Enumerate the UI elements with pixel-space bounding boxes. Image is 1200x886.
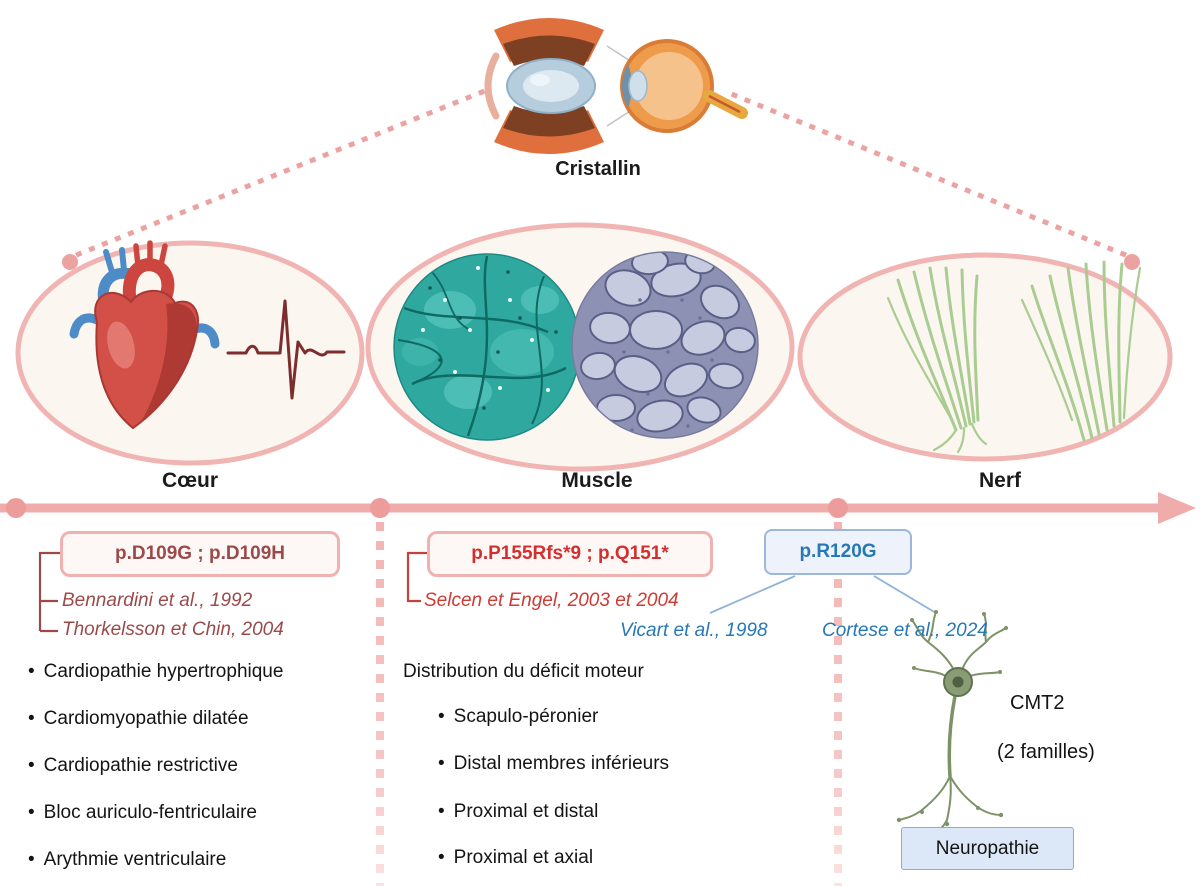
timeline-dot-muscle <box>370 498 390 518</box>
heart-symptom: Cardiopathie restrictive <box>28 755 238 777</box>
muscle-histology-teal <box>393 253 581 441</box>
column-separators <box>376 522 842 886</box>
nerve-fibers-illustration <box>886 260 1142 454</box>
eyeball-cross-section <box>620 39 748 133</box>
nerve-reference-lines <box>709 575 937 614</box>
muscle-reference-bracket <box>406 551 427 603</box>
muscle-symptom: Scapulo-péronier <box>438 706 599 728</box>
lens-label: Cristallin <box>555 158 641 180</box>
muscle-histology-purple <box>571 251 759 439</box>
heart-mutation-box: p.D109G ; p.D109H <box>60 531 340 577</box>
neuropathy-box: Neuropathie <box>901 827 1074 870</box>
eye-illustration <box>484 18 748 154</box>
ecg-trace <box>226 299 346 400</box>
neuropathy-label: Neuropathie <box>935 837 1040 859</box>
heart-illustration <box>69 240 220 430</box>
nerve-ellipse <box>797 252 1173 462</box>
organ-label-heart: Cœur <box>162 469 218 492</box>
muscle-reference: Selcen et Engel, 2003 et 2004 <box>424 590 679 611</box>
heart-symptom: Cardiopathie hypertrophique <box>28 661 284 683</box>
connector-endpoint-left <box>62 254 78 270</box>
heart-mutation-label: p.D109G ; p.D109H <box>115 543 285 564</box>
timeline-dot-nerve <box>828 498 848 518</box>
organ-label-nerve: Nerf <box>978 469 1021 492</box>
muscle-mutation-box: p.P155Rfs*9 ; p.Q151* <box>427 531 713 577</box>
lens-connector-lines <box>70 88 1132 260</box>
neuron-nucleus <box>952 676 964 688</box>
arrowhead <box>1158 492 1196 524</box>
heart-symptom: Arythmie ventriculaire <box>28 849 227 871</box>
muscle-symptom: Proximal et axial <box>438 847 593 869</box>
nerve-mutation-box: p.R120G <box>764 529 912 575</box>
heart-symptom: Bloc auriculo-fentriculaire <box>28 802 257 824</box>
muscle-symptom: Proximal et distal <box>438 801 599 823</box>
heart-reference-1: Bennardini et al., 1992 <box>62 590 253 611</box>
heart-reference-bracket <box>38 551 60 633</box>
nerve-families-label: (2 familles) <box>997 741 1095 763</box>
nerve-reference-1: Vicart et al., 1998 <box>620 620 768 641</box>
muscle-symptom: Distal membres inférieurs <box>438 753 669 775</box>
heart-reference-2: Thorkelsson et Chin, 2004 <box>62 619 284 640</box>
nerve-mutation-label: p.R120G <box>799 541 877 562</box>
muscle-heading: Distribution du déficit moteur <box>403 661 644 682</box>
heart-symptom: Cardiomyopathie dilatée <box>28 708 249 730</box>
nerve-reference-2: Cortese et al., 2024 <box>822 620 988 641</box>
connector-endpoint-right <box>1124 254 1140 270</box>
muscle-mutation-label: p.P155Rfs*9 ; p.Q151* <box>471 543 669 564</box>
neuron-illustration <box>896 610 1008 840</box>
timeline-arrow <box>0 492 1196 524</box>
nerve-disease-label: CMT2 <box>1010 692 1065 714</box>
organ-label-muscle: Muscle <box>561 469 633 492</box>
timeline-dot-heart <box>6 498 26 518</box>
lens-closeup-illustration <box>484 18 604 154</box>
